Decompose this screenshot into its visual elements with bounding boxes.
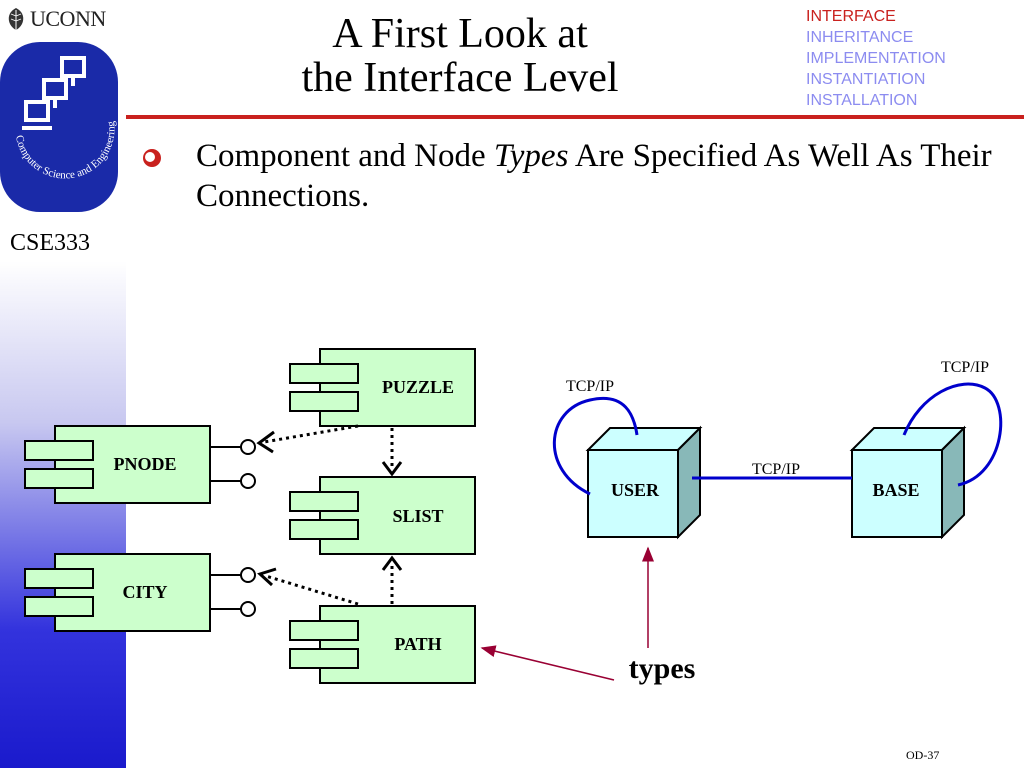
connection-label-user-base: TCP/IP: [752, 461, 800, 478]
bullet-text-italic: Types: [493, 138, 569, 174]
component-puzzle-label: PUZZLE: [382, 377, 454, 397]
topic-item-implementation: IMPLEMENTATION: [806, 50, 946, 67]
types-arrow-component: [480, 645, 615, 681]
pnode-interfaces: [210, 439, 256, 489]
title-divider: [126, 115, 1024, 119]
slide-title-line2: the Interface Level: [301, 55, 619, 101]
slide-title-line1: A First Look at: [332, 11, 588, 57]
types-annotation: types: [629, 652, 696, 685]
city-interfaces: [210, 567, 256, 617]
dependency-path-city: [257, 567, 359, 606]
topic-item-installation: INSTALLATION: [806, 92, 918, 109]
bullet-text: Component and Node Types Are Specified A…: [196, 136, 1020, 216]
bullet-point: Component and Node Types Are Specified A…: [140, 136, 1020, 216]
topic-item-inheritance: INHERITANCE: [806, 29, 914, 46]
connection-base-loop: [902, 382, 1003, 487]
node-base: BASE: [849, 425, 967, 540]
component-path: PATH: [289, 605, 476, 684]
oak-leaf-icon: [8, 8, 24, 30]
component-pnode: PNODE: [24, 425, 211, 504]
component-path-label: PATH: [394, 634, 441, 654]
component-pnode-label: PNODE: [114, 454, 177, 474]
connection-label-user-loop: TCP/IP: [566, 378, 614, 395]
dependency-puzzle-pnode: [256, 424, 359, 454]
dependency-puzzle-slist: [381, 428, 403, 477]
course-code: CSE333: [10, 230, 91, 256]
dependency-path-slist: [381, 555, 403, 604]
uconn-brand: UCONN: [6, 6, 106, 32]
bullet-circle-icon: [143, 149, 161, 167]
topic-list: INTERFACE INHERITANCE IMPLEMENTATION INS…: [806, 6, 946, 111]
component-puzzle: PUZZLE: [289, 348, 476, 427]
topic-item-interface: INTERFACE: [806, 8, 896, 25]
component-slist-label: SLIST: [392, 506, 443, 526]
topic-item-instantiation: INSTANTIATION: [806, 71, 926, 88]
bullet-text-start: Component and Node: [196, 138, 494, 174]
component-slist: SLIST: [289, 476, 476, 555]
connection-user-loop: [552, 396, 639, 496]
node-base-label: BASE: [872, 480, 919, 500]
component-city-label: CITY: [122, 582, 167, 602]
slide-number: OD-37: [906, 748, 940, 762]
node-user: USER: [585, 425, 703, 540]
network-computers-icon: [22, 56, 86, 130]
slide-title: A First Look at the Interface Level: [200, 12, 720, 100]
university-name: UCONN: [30, 6, 106, 31]
component-city: CITY: [24, 553, 211, 632]
connection-label-base-loop: TCP/IP: [941, 359, 989, 376]
cse-logo: Computer Science and Engineering: [0, 42, 118, 212]
node-user-label: USER: [611, 480, 660, 500]
bullet-text-end: Are Specified As Well As Their Connectio…: [196, 138, 992, 214]
